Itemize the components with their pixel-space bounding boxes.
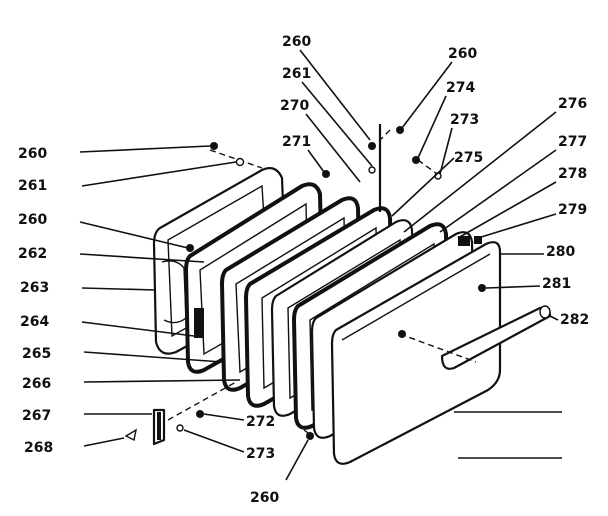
bracket-icon	[474, 236, 482, 244]
callout-label: 261	[18, 178, 47, 194]
screw-icon	[186, 244, 194, 252]
callout-label: 266	[22, 376, 51, 392]
callout-labels: 260 261 270 271 260 274 273 275 276 277 …	[18, 34, 589, 506]
callout-label: 264	[20, 314, 49, 330]
screw-icon	[478, 284, 486, 292]
callout-label: 273	[450, 112, 479, 128]
callout-label: 260	[18, 212, 47, 228]
callout-label: 278	[558, 166, 587, 182]
screw-icon	[196, 410, 204, 418]
leader-lines	[79, 49, 559, 481]
callout-label: 262	[18, 246, 47, 262]
callout-label: 260	[282, 34, 311, 50]
callout-label: 282	[560, 312, 589, 328]
callout-label: 260	[18, 146, 47, 162]
callout-label: 263	[20, 280, 49, 296]
fasteners	[124, 126, 486, 442]
insulation-clip	[194, 308, 204, 338]
callout-label: 265	[22, 346, 51, 362]
callout-label: 260	[448, 46, 477, 62]
callout-label: 271	[282, 134, 311, 150]
part-outer-door-panel-280	[330, 241, 502, 465]
callout-label: 270	[280, 98, 309, 114]
part-hinge-267	[152, 408, 166, 446]
washer-icon	[368, 166, 376, 174]
callout-label: 275	[454, 150, 483, 166]
screw-icon	[368, 142, 376, 150]
callout-label: 279	[558, 202, 587, 218]
callout-label: 268	[24, 440, 53, 456]
bracket-icon	[458, 236, 470, 246]
callout-label: 280	[546, 244, 575, 260]
callout-label: 274	[446, 80, 475, 96]
screw-icon	[210, 142, 218, 150]
callout-label: 261	[282, 66, 311, 82]
callout-label: 276	[558, 96, 587, 112]
washer-icon	[176, 424, 184, 432]
screw-icon	[398, 330, 406, 338]
callout-label: 273	[246, 446, 275, 462]
clip-icon	[124, 428, 137, 442]
callout-label: 260	[250, 490, 279, 506]
callout-label: 277	[558, 134, 587, 150]
washer-icon	[235, 157, 245, 167]
callout-label: 281	[542, 276, 571, 292]
callout-label: 267	[22, 408, 51, 424]
screw-icon	[306, 432, 314, 440]
callout-label: 272	[246, 414, 275, 430]
